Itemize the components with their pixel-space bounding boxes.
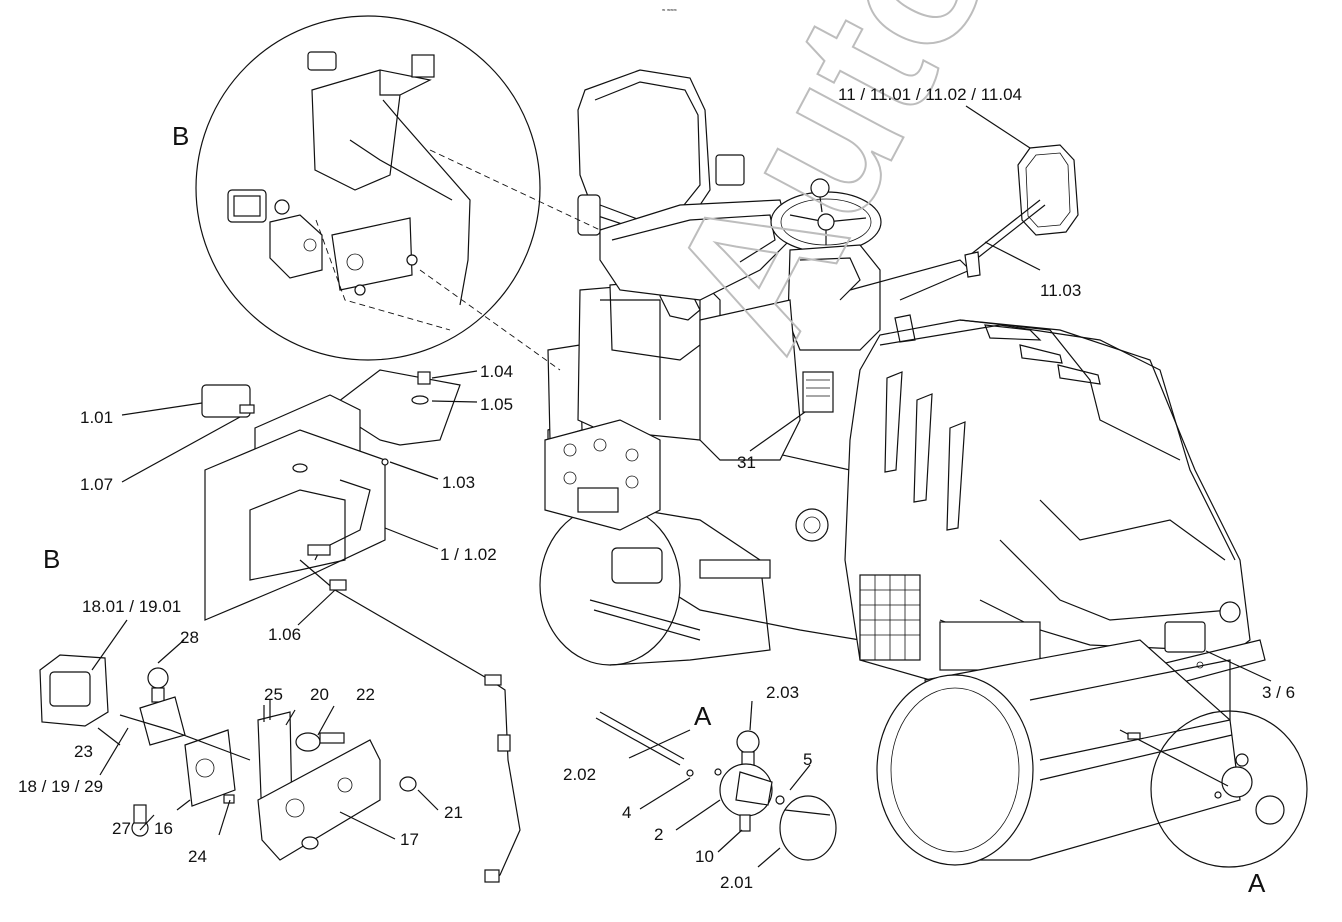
detail-label-b-exploded: B (43, 544, 60, 574)
header-tiny-text: ≈ ≈≈≈ (662, 8, 678, 14)
detail-label-b-circle: B (172, 121, 189, 151)
detail-label-a-exploded: A (694, 701, 712, 731)
detail-label-a-circle: A (1248, 868, 1266, 898)
callout-1-01: 1.01 (80, 408, 113, 427)
callout-2-03: 2.03 (766, 683, 799, 702)
detail-circle-b (195, 15, 541, 361)
front-drum (539, 504, 681, 666)
callout-31: 31 (737, 453, 756, 472)
exploded-bracket-1 (201, 369, 521, 883)
operator-seat (577, 69, 791, 301)
callout-1-03: 1.03 (442, 473, 475, 492)
callout-10: 10 (695, 847, 714, 866)
callout-4: 4 (622, 803, 631, 822)
callout-2: 2 (654, 825, 663, 844)
callout-18-19-29: 18 / 19 / 29 (18, 777, 103, 796)
rear-drum (876, 639, 1241, 866)
callout-22: 22 (356, 685, 375, 704)
exploded-light-b (39, 654, 417, 861)
callout-17: 17 (400, 830, 419, 849)
callout-24: 24 (188, 847, 207, 866)
roller-machine (539, 69, 1266, 866)
callout-11-03: 11.03 (1040, 281, 1081, 300)
callout-3-6: 3 / 6 (1262, 683, 1295, 702)
callout-28: 28 (180, 628, 199, 647)
callout-21: 21 (444, 803, 463, 822)
callout-1-04: 1.04 (480, 362, 513, 381)
steering-wheel (770, 178, 882, 351)
engine-hood (844, 314, 1266, 716)
callout-20: 20 (310, 685, 329, 704)
callout-1-02: 1 / 1.02 (440, 545, 497, 564)
callout-1-05: 1.05 (480, 395, 513, 414)
leader-lines (91, 105, 1272, 868)
callout-23: 23 (74, 742, 93, 761)
serial-plate (802, 371, 834, 413)
callout-1-07: 1.07 (80, 475, 113, 494)
callout-2-01: 2.01 (720, 873, 753, 892)
callout-18-01: 18.01 / 19.01 (82, 597, 181, 616)
callout-11: 11 / 11.01 / 11.02 / 11.04 (838, 85, 1022, 104)
mirror-assembly (964, 144, 1079, 278)
callout-27: 27 (112, 819, 131, 838)
watermark-text: AutoSoft (626, 0, 1219, 381)
callout-2-02: 2.02 (563, 765, 596, 784)
callout-1-06: 1.06 (268, 625, 301, 644)
detail-circle-a (1119, 710, 1308, 868)
exploded-light-a (595, 711, 837, 861)
callout-25: 25 (264, 685, 283, 704)
callout-5: 5 (803, 750, 812, 769)
callout-16: 16 (154, 819, 173, 838)
